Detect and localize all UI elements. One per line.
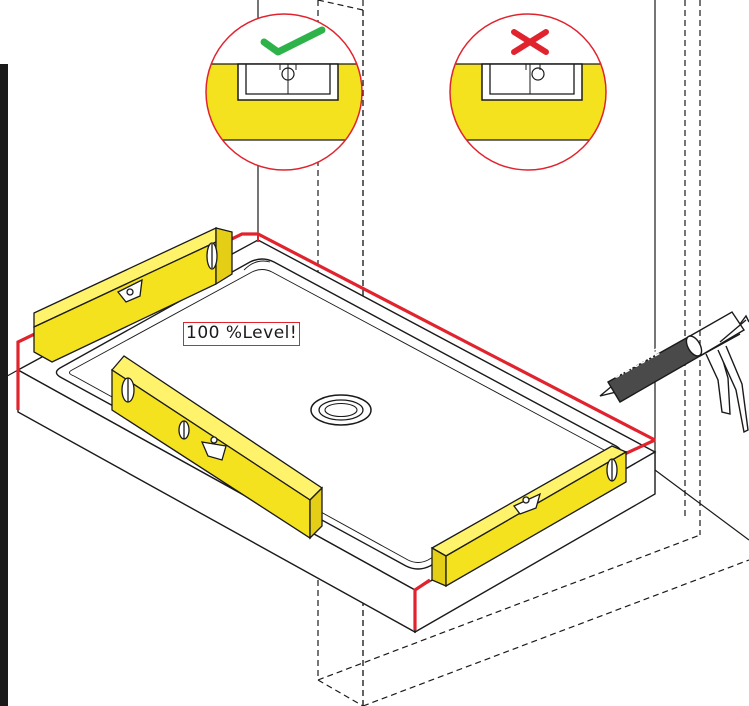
correct-level-inset [205,13,363,171]
check-mark-icon [260,26,326,56]
spirit-level-front [111,355,324,540]
silicone-caulking-gun [599,311,749,434]
drain [310,394,372,426]
spirit-level-right [430,445,628,588]
spirit-level-back [33,226,233,363]
cross-mark-icon [511,29,549,55]
incorrect-level-inset [449,13,607,171]
left-wall-panel [0,64,8,706]
level-callout-label: 100 %Level! [183,322,301,346]
